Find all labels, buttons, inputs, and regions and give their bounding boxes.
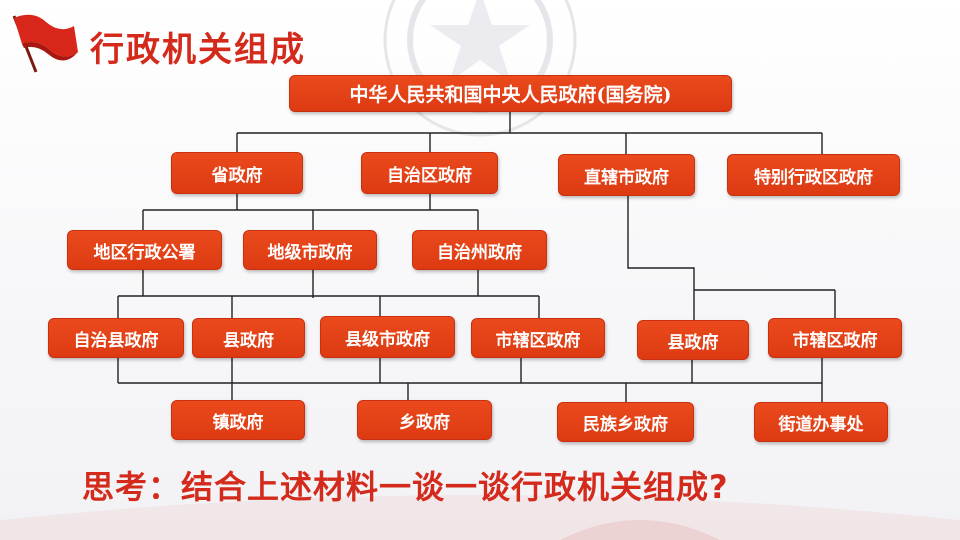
discussion-question: 思考：结合上述材料一谈一谈行政机关组成? bbox=[82, 468, 729, 506]
node-state-council: 中华人民共和国中央人民政府(国务院) bbox=[289, 75, 732, 112]
connector-level3 bbox=[117, 358, 823, 402]
connector-root bbox=[236, 112, 823, 154]
page-title: 行政机关组成 bbox=[90, 30, 306, 70]
node-ethnic-township: 民族乡政府 bbox=[557, 402, 694, 442]
node-muni-district: 市辖区政府 bbox=[768, 318, 902, 358]
node-sar: 特别行政区政府 bbox=[727, 154, 900, 196]
node-autonomous-county: 自治县政府 bbox=[48, 318, 184, 358]
node-province: 省政府 bbox=[171, 152, 303, 194]
node-county-city: 县级市政府 bbox=[320, 316, 455, 358]
connector-level2 bbox=[117, 270, 540, 318]
node-subdistrict: 街道办事处 bbox=[754, 402, 888, 442]
node-municipality: 直辖市政府 bbox=[558, 154, 695, 196]
node-autonomous-prefecture: 自治州政府 bbox=[412, 230, 547, 270]
node-town: 镇政府 bbox=[171, 400, 305, 440]
connector-level1 bbox=[142, 194, 479, 230]
node-autonomous-region: 自治区政府 bbox=[361, 152, 498, 194]
node-prefecture-office: 地区行政公署 bbox=[67, 230, 222, 270]
node-prefecture-city: 地级市政府 bbox=[243, 230, 377, 270]
node-city-district: 市辖区政府 bbox=[471, 318, 605, 358]
red-flag-icon bbox=[12, 14, 78, 73]
node-muni-county: 县政府 bbox=[637, 320, 749, 360]
connector-muni-level3 bbox=[693, 289, 836, 320]
connector-municipality bbox=[627, 196, 695, 290]
node-county: 县政府 bbox=[192, 318, 305, 358]
node-township: 乡政府 bbox=[357, 400, 492, 440]
